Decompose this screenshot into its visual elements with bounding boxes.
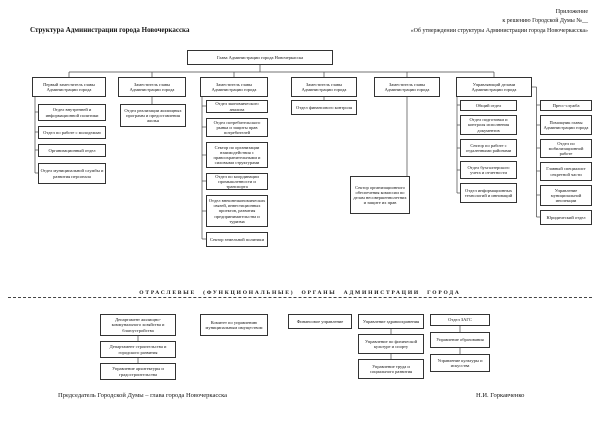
org-box-c6a: Общий отдел: [460, 100, 517, 111]
annotation-line-2: к решению Городской Думы №__: [502, 18, 588, 25]
org-box-b8: Управление труда и социального развития: [358, 359, 424, 379]
org-box-head: Глава Администрации города Новочеркасска: [187, 50, 333, 65]
annotation-line-1: Приложение: [555, 9, 588, 15]
org-box-b2: Департамент строительства и городского р…: [100, 341, 176, 358]
org-box-c6j: Управление муниципальной инспекции: [540, 185, 592, 206]
divider-label-text: ОТРАСЛЕВЫЕ (ФУНКЦИОНАЛЬНЫЕ) ОРГАНЫ АДМИН…: [134, 290, 466, 296]
page-title: Структура Администрации города Новочерка…: [30, 26, 190, 34]
org-box-b4: Комитет по управлению муниципальным имущ…: [200, 314, 268, 336]
org-box-b5: Финансовое управление: [288, 314, 352, 329]
org-box-c3f: Сектор земельной политики: [206, 232, 268, 247]
org-box-c6c: Сектор по работе с отдаленными районами: [460, 139, 517, 157]
org-box-c6k: Юридический отдел: [540, 210, 592, 225]
org-box-c3b: Отдел потребительского рынка и защиты пр…: [206, 118, 268, 137]
org-box-dep3: Заместитель главы Администрации города: [200, 77, 268, 97]
org-box-c6d: Отдел бухгалтерского учета и отчетности: [460, 161, 517, 179]
org-box-c3e: Отдел внешнеэкономических связей, инвест…: [206, 195, 268, 227]
org-box-c1b: Отдел по работе с молодежью: [38, 126, 106, 139]
org-box-c6g: Помощник главы Администрации города: [540, 115, 592, 135]
org-box-c6h: Отдел по мобилизационной работе: [540, 139, 592, 158]
org-box-b11: Управление культуры и искусства: [430, 354, 490, 372]
org-box-c1a: Отдел внутренней и информационной полити…: [38, 104, 106, 121]
org-box-b9: Отдел ЗАГС: [430, 314, 490, 326]
org-box-c4a: Отдел финансового контроля: [291, 100, 357, 115]
footer-signature-left: Председатель Городской Думы – глава горо…: [58, 392, 228, 399]
org-box-dep4: Заместитель главы Администрации города: [291, 77, 357, 97]
org-box-c6b: Отдел подготовки и контроля исполнения д…: [460, 115, 517, 135]
org-box-c3d: Отдел по координации промышленности и тр…: [206, 173, 268, 190]
org-box-c2a: Отдел реализации жилищных программ и пре…: [120, 104, 186, 127]
divider-dashed-line: [8, 297, 592, 298]
org-box-c3a: Отдел экономического анализа: [206, 100, 268, 113]
org-box-b6: Управление здравоохранения: [358, 314, 424, 329]
org-box-b1: Департамент жилищно-коммунального хозяйс…: [100, 314, 176, 336]
org-box-upr: Управляющий делами Администрации города: [456, 77, 532, 97]
org-box-c5a: Сектор организационного обеспечения коми…: [350, 176, 410, 214]
org-box-c1d: Отдел муниципальной службы и развития пе…: [38, 163, 106, 184]
org-box-dep2: Заместитель главы Администрации города: [118, 77, 186, 97]
org-box-b7: Управление по физической культуре и спор…: [358, 334, 424, 354]
footer-signature-right: Н.И. Горкавченко: [476, 392, 525, 399]
org-box-c3c: Сектор по организации взаимодействия с п…: [206, 142, 268, 168]
org-box-b3: Управление архитектуры и градостроительс…: [100, 363, 176, 380]
annotation-line-3: «Об утверждении структуры Администрации …: [410, 27, 588, 34]
divider-label: ОТРАСЛЕВЫЕ (ФУНКЦИОНАЛЬНЫЕ) ОРГАНЫ АДМИН…: [0, 290, 600, 296]
annotation-block: Приложение к решению Городской Думы №__ …: [411, 8, 588, 36]
org-box-b10: Управление образования: [430, 332, 490, 348]
org-box-dep1: Первый заместитель главы Администрации г…: [32, 77, 106, 97]
org-box-dep5: Заместитель главы Администрации города: [374, 77, 440, 97]
org-box-c6i: Главный специалист секретной части: [540, 162, 592, 181]
org-box-c6f: Пресс-служба: [540, 100, 592, 111]
org-box-c1c: Организационный отдел: [38, 144, 106, 157]
org-box-c6e: Отдел информационных технологий и иннова…: [460, 183, 517, 203]
